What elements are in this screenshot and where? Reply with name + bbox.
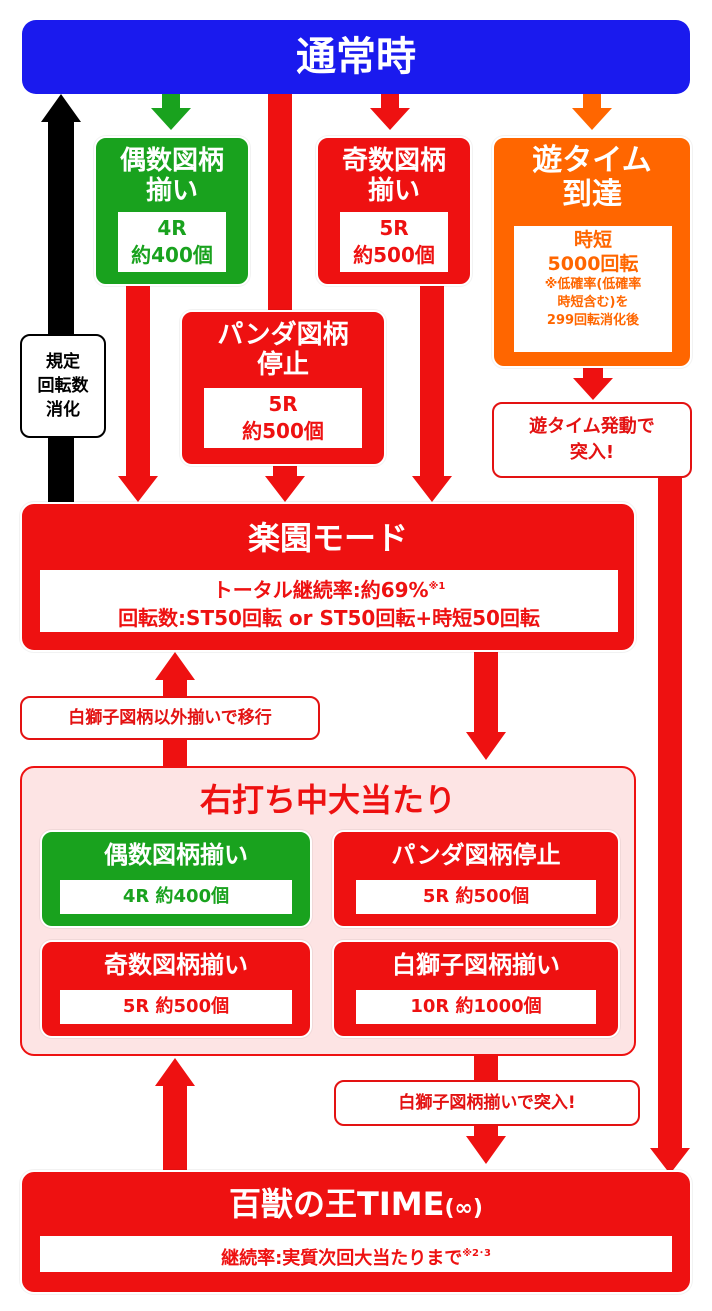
odd-title-1: 奇数図柄 <box>341 146 446 176</box>
even-symbol-box: 偶数図柄 揃い 4R 約400個 <box>94 136 250 286</box>
right-cell-even: 偶数図柄揃い 4R 約400個 <box>40 830 312 928</box>
even-rounds: 4R <box>157 216 187 240</box>
rakuen-info-box: トータル継続率:約69%※1 回転数:ST50回転 or ST50回転+時短50… <box>40 570 618 632</box>
kitei-label: 規定 回転数 消化 <box>20 334 106 438</box>
rakuen-rate-line: トータル継続率:約69%※1 <box>40 573 618 604</box>
asobi-arrow-head <box>572 108 612 130</box>
odd-to-rakuen-head <box>412 476 452 502</box>
lion-enter-label: 白獅子図柄揃いで突入! <box>334 1080 640 1126</box>
asobi-note-3: 299回転消化後 <box>546 313 640 328</box>
even-to-rakuen-head <box>118 476 158 502</box>
black-arrow-shaft <box>48 120 74 515</box>
asobi-note-2: 時短含む)を <box>557 295 629 310</box>
even-title-2: 揃い <box>145 176 198 206</box>
even-value-box: 4R 約400個 <box>118 212 226 272</box>
king-to-right-head <box>155 1058 195 1086</box>
odd-symbol-box: 奇数図柄 揃い 5R 約500個 <box>316 136 472 286</box>
right-hit-title: 右打ち中大当たり <box>199 781 456 819</box>
kitei-line-1: 規定 <box>46 352 80 372</box>
even-payout: 約400個 <box>131 243 213 267</box>
rakuen-to-right-shaft <box>474 646 498 736</box>
asobi-time-box: 遊タイム 到達 時短 5000回転 ※低確率(低確率 時短含む)を 299回転消… <box>492 136 692 368</box>
right-cell-panda-title: パンダ図柄停止 <box>391 841 561 869</box>
odd-arrow-head <box>370 108 410 130</box>
panda-title-2: 停止 <box>256 350 309 380</box>
right-cell-even-value: 4R 約400個 <box>122 886 230 907</box>
king-title-suffix: (∞) <box>444 1196 483 1221</box>
right-cell-lion-title: 白獅子図柄揃い <box>392 951 560 979</box>
kitei-line-2: 回転数 <box>37 376 89 396</box>
right-cell-lion-value-box: 10R 約1000個 <box>356 990 596 1024</box>
panda-symbol-box: パンダ図柄 停止 5R 約500個 <box>180 310 386 466</box>
shift-label: 白獅子図柄以外揃いで移行 <box>20 696 320 740</box>
right-cell-even-title: 偶数図柄揃い <box>104 841 248 869</box>
green-arrow-shaft <box>162 92 180 112</box>
kitei-line-3: 消化 <box>46 400 80 420</box>
panda-payout: 約500個 <box>242 419 324 443</box>
king-to-right-shaft <box>163 1084 187 1174</box>
even-title-1: 偶数図柄 <box>119 146 224 176</box>
right-cell-lion-value: 10R 約1000個 <box>410 996 542 1017</box>
right-cell-panda-value-box: 5R 約500個 <box>356 880 596 914</box>
rakuen-spins: 回転数:ST50回転 or ST50回転+時短50回転 <box>118 606 540 630</box>
right-hit-panel: 右打ち中大当たり 偶数図柄揃い 4R 約400個 パンダ図柄停止 5R 約500… <box>20 766 636 1056</box>
right-cell-odd-value-box: 5R 約500個 <box>60 990 292 1024</box>
green-arrow-head <box>151 108 191 130</box>
asobi-spins: 5000回転 <box>547 253 639 275</box>
odd-value-box: 5R 約500個 <box>340 212 448 272</box>
right-cell-odd-title: 奇数図柄揃い <box>104 951 248 979</box>
asobi-arrow-shaft <box>583 92 601 112</box>
asobi-to-label-head <box>573 378 613 400</box>
rakuen-title: 楽園モード <box>247 519 408 557</box>
panda-to-rakuen-head <box>265 476 305 502</box>
right-cell-panda-value: 5R 約500個 <box>422 886 530 907</box>
odd-title-2: 揃い <box>367 176 420 206</box>
black-arrow-head <box>41 94 81 122</box>
right-long-head <box>650 1148 690 1174</box>
king-time-box: 百獣の王TIME(∞) 継続率:実質次回大当たりまで※2･3 <box>20 1170 692 1294</box>
panda-rounds: 5R <box>268 392 298 416</box>
rakuen-mode-box: 楽園モード トータル継続率:約69%※1 回転数:ST50回転 or ST50回… <box>20 502 636 652</box>
asobi-enter-line-1: 遊タイム発動で <box>529 416 655 437</box>
right-to-king-head <box>466 1136 506 1164</box>
asobi-title-1: 遊タイム <box>532 143 652 178</box>
right-cell-odd-value: 5R 約500個 <box>122 996 230 1017</box>
normal-mode-title: 通常時 <box>296 34 416 80</box>
rakuen-rate: トータル継続率:約69% <box>212 578 429 602</box>
king-rate-note: ※2･3 <box>462 1248 491 1259</box>
right-cell-even-value-box: 4R 約400個 <box>60 880 292 914</box>
right-to-rakuen-head <box>155 652 195 680</box>
panda-value-box: 5R 約500個 <box>204 388 362 448</box>
rakuen-rate-note: ※1 <box>428 581 446 592</box>
odd-to-rakuen-shaft <box>420 280 444 480</box>
right-cell-panda: パンダ図柄停止 5R 約500個 <box>332 830 620 928</box>
king-title-line: 百獣の王TIME(∞) <box>22 1182 690 1232</box>
odd-rounds: 5R <box>379 216 409 240</box>
king-title: 百獣の王TIME <box>229 1185 445 1223</box>
asobi-title-2: 到達 <box>562 177 622 212</box>
asobi-value-box: 時短 5000回転 ※低確率(低確率 時短含む)を 299回転消化後 <box>514 226 672 352</box>
panda-title-1: パンダ図柄 <box>217 320 349 350</box>
rakuen-to-right-head <box>466 732 506 760</box>
right-long-shaft <box>658 476 682 1152</box>
right-cell-odd: 奇数図柄揃い 5R 約500個 <box>40 940 312 1038</box>
normal-mode-box: 通常時 <box>22 20 690 94</box>
asobi-note-1: ※低確率(低確率 <box>544 277 642 292</box>
asobi-jitan: 時短 <box>573 229 612 251</box>
king-rate-box: 継続率:実質次回大当たりまで※2･3 <box>40 1236 672 1272</box>
odd-payout: 約500個 <box>353 243 435 267</box>
king-rate: 継続率:実質次回大当たりまで <box>221 1248 463 1269</box>
right-cell-lion: 白獅子図柄揃い 10R 約1000個 <box>332 940 620 1038</box>
odd-arrow-shaft <box>381 92 399 112</box>
normal-to-panda-shaft <box>268 92 292 314</box>
asobi-to-label-shaft <box>583 366 603 380</box>
asobi-enter-line-2: 突入! <box>569 442 615 463</box>
even-to-rakuen-shaft <box>126 280 150 480</box>
asobi-enter-label: 遊タイム発動で 突入! <box>492 402 692 478</box>
